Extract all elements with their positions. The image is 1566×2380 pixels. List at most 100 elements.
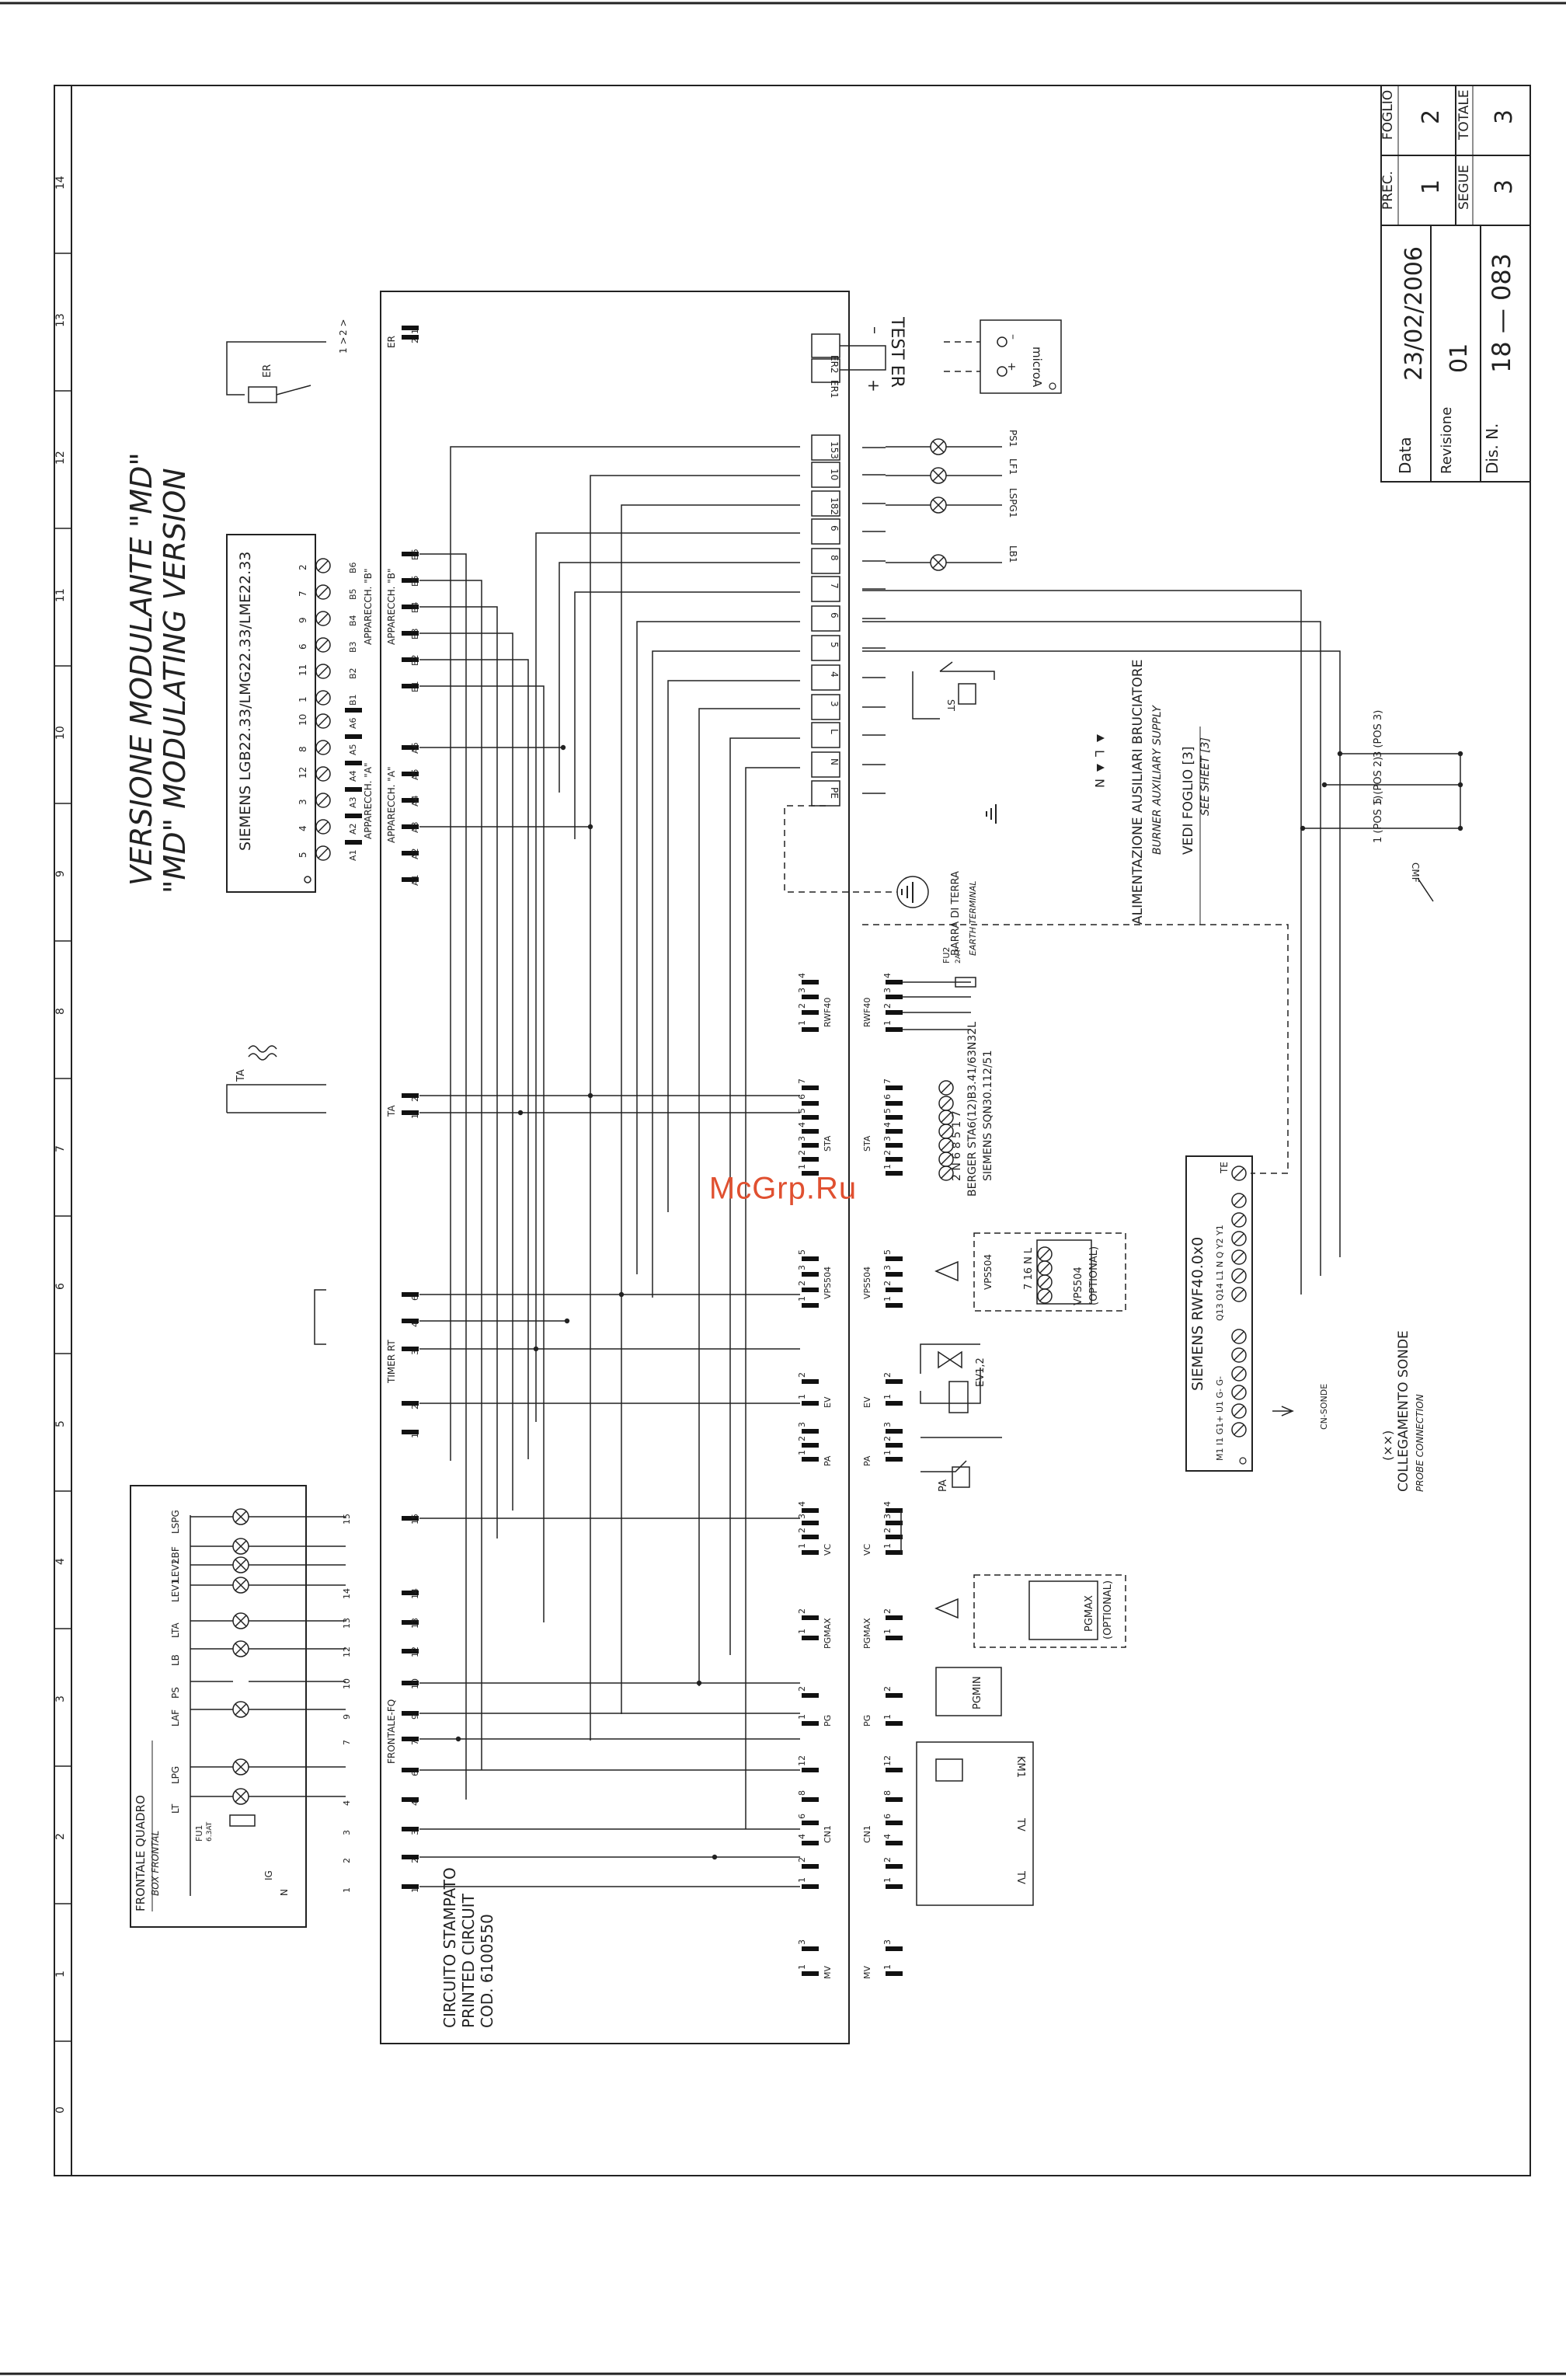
connector-pin-label: 2 [797,1436,807,1441]
fuse-fu2-icon [955,977,976,988]
connector-pin [802,1457,819,1462]
ruler-label: 11 [54,588,67,602]
printed-circuit-board [380,291,850,2044]
external-pin [886,1115,903,1120]
external-pin [886,1521,903,1525]
wire [862,621,1321,1276]
pcb-left-pin [402,1768,419,1772]
controller-a-pin [345,734,362,739]
screw-slot [1234,1331,1244,1342]
top-lamp-label: LB1 [1007,545,1018,563]
pcb-left-pin-label: 2 [410,1404,420,1410]
pcb-left-pin-label: 10 [410,1678,420,1689]
front-panel-lamp-label: LT [170,1803,181,1814]
connector-pin [802,995,819,999]
junction-dot [712,1854,718,1860]
screw-slot [941,1082,952,1093]
vps504-optional: VPS504 (OPTIONAL) 7 16 N L VPS504 [934,1232,1126,1312]
pcb-left-pin [402,1711,419,1716]
controller-a-pin [345,840,362,845]
connector-label: VC [823,1543,833,1556]
screw-terminal-icon [315,584,331,600]
pcb-left-pin [402,772,419,776]
top-lamp-label: LF1 [1007,458,1018,475]
connector-label: MV [823,1966,833,1979]
external-pin-label: 8 [882,1790,893,1796]
aux-supply: ALIMENTAZIONE AUSILIARI BRUCIATORE BURNE… [1092,660,1212,925]
connector-pin [802,1946,819,1951]
screw-terminal-icon [315,664,331,679]
screw-terminal-icon [1231,1366,1247,1382]
svg-text:1 >: 1 > [338,336,349,354]
top-terminal-label: 10 [829,469,840,480]
screw-slot [1039,1291,1050,1302]
svg-text:EV1,2: EV1,2 [975,1357,987,1387]
screw-terminal-icon [938,1080,954,1096]
screw-slot [318,587,329,598]
connector-pin-label: 8 [797,1790,807,1796]
external-pin [886,980,903,984]
siemens-controller-label: SIEMENS LGB22.33/LMG22.33/LME22.33 [237,552,254,851]
connector-pin [802,1027,819,1032]
pcb-left-pin [402,1681,419,1685]
controller-a-terminal: A5 [348,744,358,755]
external-pin [886,1303,903,1308]
screw-terminal-icon [315,793,331,808]
pcb-left-pin [402,851,419,855]
svg-text:APPARECCH. "A": APPARECCH. "A" [386,767,397,844]
screw-terminal-icon [315,766,331,782]
lamp-cross [235,1579,247,1591]
connector-pin-label: 6 [797,1814,807,1819]
external-pin [886,1429,903,1434]
connector-pin [802,1615,819,1620]
external-label: VC [862,1543,872,1556]
connector-pin-label: 1 [797,1394,807,1399]
pcb-left-pin-label: 9 [410,1714,420,1720]
svg-text:PGMAX: PGMAX [1084,1595,1095,1632]
wire [419,580,482,1770]
pcb-left-pin-label: A5 [410,768,420,780]
wire [535,532,800,1422]
external-pin-label: 3 [882,1265,893,1270]
external-pin-label: 1 [882,1296,893,1302]
ta-transformer-label: TA [235,1069,247,1082]
external-label: MV [862,1966,872,1979]
controller-b-terminal: B3 [348,641,358,653]
ruler-label: 8 [54,1008,67,1015]
screw-terminal-icon [315,740,331,755]
junction-dot [696,1680,702,1686]
km1-tv-block: KM1 TV TV [916,1741,1034,1906]
controller-app-a: APPARECCH. "A" [363,763,374,840]
er-test-block: ER2 ER1 – + TEST ER – + microA [811,316,1062,399]
connector-pin-label: 4 [797,1501,807,1507]
external-pin-label: 4 [882,1122,893,1127]
external-pin [886,1768,903,1772]
wire [862,650,1341,1257]
svg-text:BURNER AUXILIARY SUPPLY: BURNER AUXILIARY SUPPLY [1151,705,1164,855]
wire [590,475,800,1741]
svg-text:COLLEGAMENTO SONDE: COLLEGAMENTO SONDE [1396,1330,1411,1492]
connector-pin [802,1157,819,1162]
external-pin [886,1636,903,1640]
connector-pin-label: 1 [797,1964,807,1970]
pcb-left-pin-label: A2 [410,848,420,859]
external-pin [886,1946,903,1951]
svg-text:–: – [1007,334,1019,340]
berger-actuator: BERGER STA6(12)B3.41/63N32L SIEMENS SQN3… [951,1022,994,1197]
svg-text:6.3AT: 6.3AT [206,1821,214,1842]
svg-text:2 >: 2 > [338,319,349,336]
pcb-left-pin [402,552,419,556]
top-terminal-cell [811,548,840,574]
screw-terminal-icon [315,690,331,706]
external-pin-label: 6 [882,1094,893,1099]
ruler-label: 3 [54,1695,67,1702]
front-panel-lamp-label: LSPG [170,1510,181,1534]
connector-pin-label: 2 [797,1686,807,1692]
controller-a-pin [345,814,362,818]
external-label: VPS504 [862,1267,872,1299]
top-terminal-label: 182 [829,497,840,515]
svg-text:5 (POS 2): 5 (POS 2) [1373,757,1384,804]
external-pin [886,1101,903,1106]
